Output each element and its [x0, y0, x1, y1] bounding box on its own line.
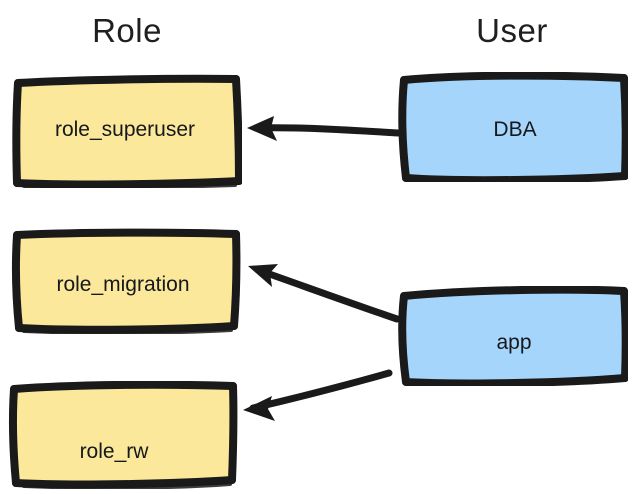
node-role-migration-shape — [11, 228, 241, 334]
node-role-superuser-shape — [12, 74, 242, 188]
node-dba[interactable]: DBA — [396, 72, 628, 182]
node-role-rw[interactable]: role_rw — [6, 381, 238, 489]
edge-dba-to-role-superuser — [247, 116, 402, 141]
column-heading-role: Role — [92, 12, 162, 49]
node-role-superuser[interactable]: role_superuser — [12, 74, 242, 188]
node-role-migration[interactable]: role_migration — [10, 228, 242, 334]
node-dba-shape — [398, 72, 628, 182]
node-role-rw-shape — [8, 381, 238, 489]
node-app[interactable]: app — [396, 286, 628, 386]
edge-app-to-role-rw — [243, 369, 393, 421]
node-app-shape — [398, 286, 628, 386]
edge-app-to-role-migration — [248, 264, 401, 323]
column-heading-user: User — [476, 12, 548, 49]
